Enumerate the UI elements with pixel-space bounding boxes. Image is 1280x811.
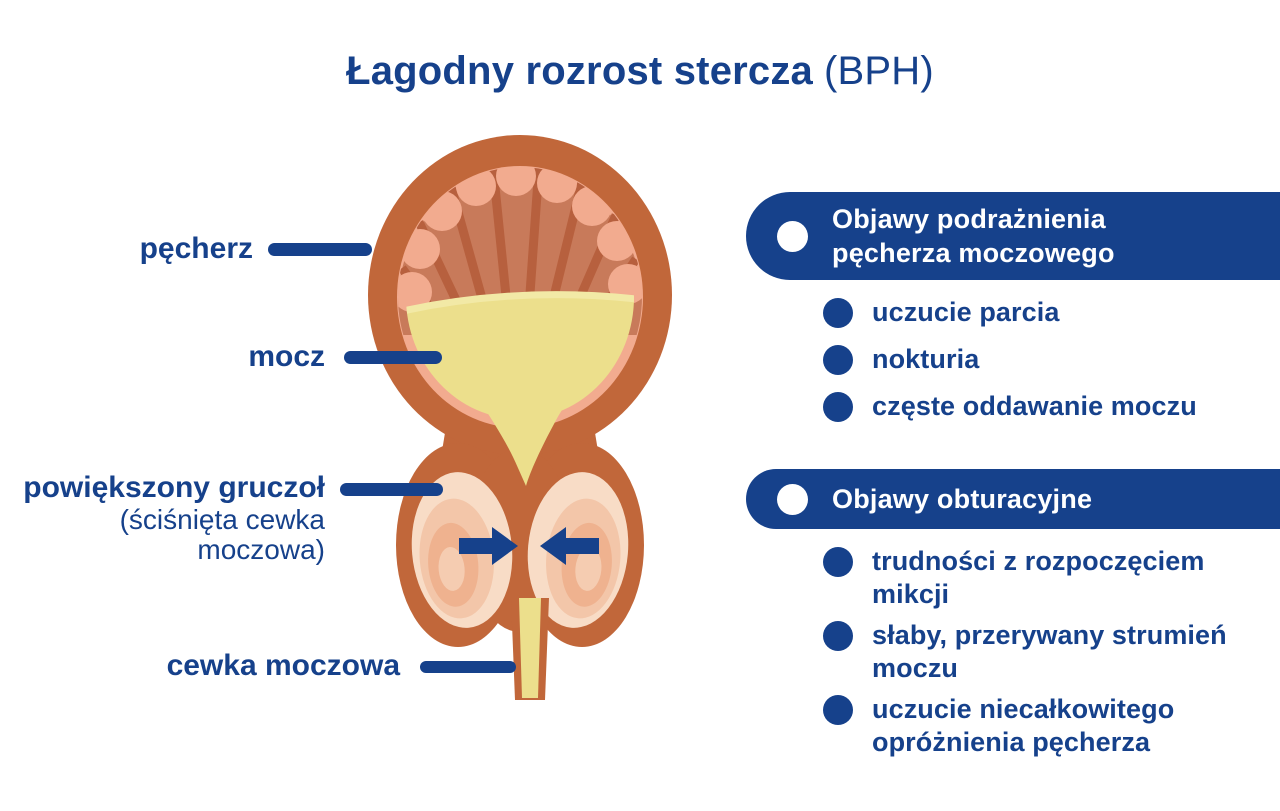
symptom-list-obstructive: trudności z rozpoczęciem mikcji słaby, p… — [823, 545, 1263, 767]
list-item-text: uczucie niecałkowitego opróżnienia pęche… — [872, 694, 1175, 757]
list-item-text: słaby, przerywany strumień moczu — [872, 620, 1227, 683]
label-enlarged-gland: powiększony gruczoł — [23, 471, 325, 504]
list-item-text: trudności z rozpoczęciem mikcji — [872, 546, 1205, 609]
list-item: nokturia — [823, 343, 1263, 376]
list-item: słaby, przerywany strumień moczu — [823, 619, 1263, 685]
bullet-circle-icon — [777, 483, 808, 515]
label-urine: mocz — [248, 340, 325, 373]
bullet-dot-icon — [823, 547, 853, 577]
arrow-left-icon — [540, 527, 599, 565]
symptom-list-irritative: uczucie parcia nokturia częste oddawanie… — [823, 296, 1263, 437]
label-bladder: pęcherz — [139, 232, 253, 265]
section-header-obstructive: Objawy obturacyjne — [746, 469, 1280, 529]
bullet-circle-icon — [777, 220, 808, 252]
bullet-dot-icon — [823, 621, 853, 651]
label-line-enlarged-gland — [340, 483, 443, 496]
label-enlarged-gland-sub: (ściśnięta cewka moczowa) — [119, 504, 325, 565]
list-item-text: uczucie parcia — [872, 297, 1060, 327]
list-item: częste oddawanie moczu — [823, 390, 1263, 423]
title-suffix: (BPH) — [824, 49, 934, 93]
bullet-dot-icon — [823, 695, 853, 725]
arrow-right-icon — [459, 527, 518, 565]
section-header-irritative: Objawy podrażnienia pęcherza moczowego — [746, 192, 1280, 280]
page-title: Łagodny rozrost stercza(BPH) — [0, 46, 1280, 96]
urethra-tube — [511, 598, 549, 700]
list-item-text: częste oddawanie moczu — [872, 391, 1197, 421]
label-line-urine — [344, 351, 442, 364]
section-header-text: Objawy podrażnienia pęcherza moczowego — [832, 204, 1115, 268]
list-item: uczucie parcia — [823, 296, 1263, 329]
section-header-text: Objawy obturacyjne — [832, 484, 1093, 514]
compression-arrows — [459, 527, 599, 565]
bullet-dot-icon — [823, 298, 853, 328]
title-main: Łagodny rozrost stercza — [346, 49, 814, 93]
label-urethra: cewka moczowa — [166, 649, 400, 682]
bullet-dot-icon — [823, 345, 853, 375]
list-item: uczucie niecałkowitego opróżnienia pęche… — [823, 693, 1263, 759]
list-item-text: nokturia — [872, 344, 980, 374]
label-line-urethra — [420, 661, 516, 673]
urine-stream — [478, 392, 576, 486]
list-item: trudności z rozpoczęciem mikcji — [823, 545, 1263, 611]
bullet-dot-icon — [823, 392, 853, 422]
label-line-bladder — [268, 243, 372, 256]
